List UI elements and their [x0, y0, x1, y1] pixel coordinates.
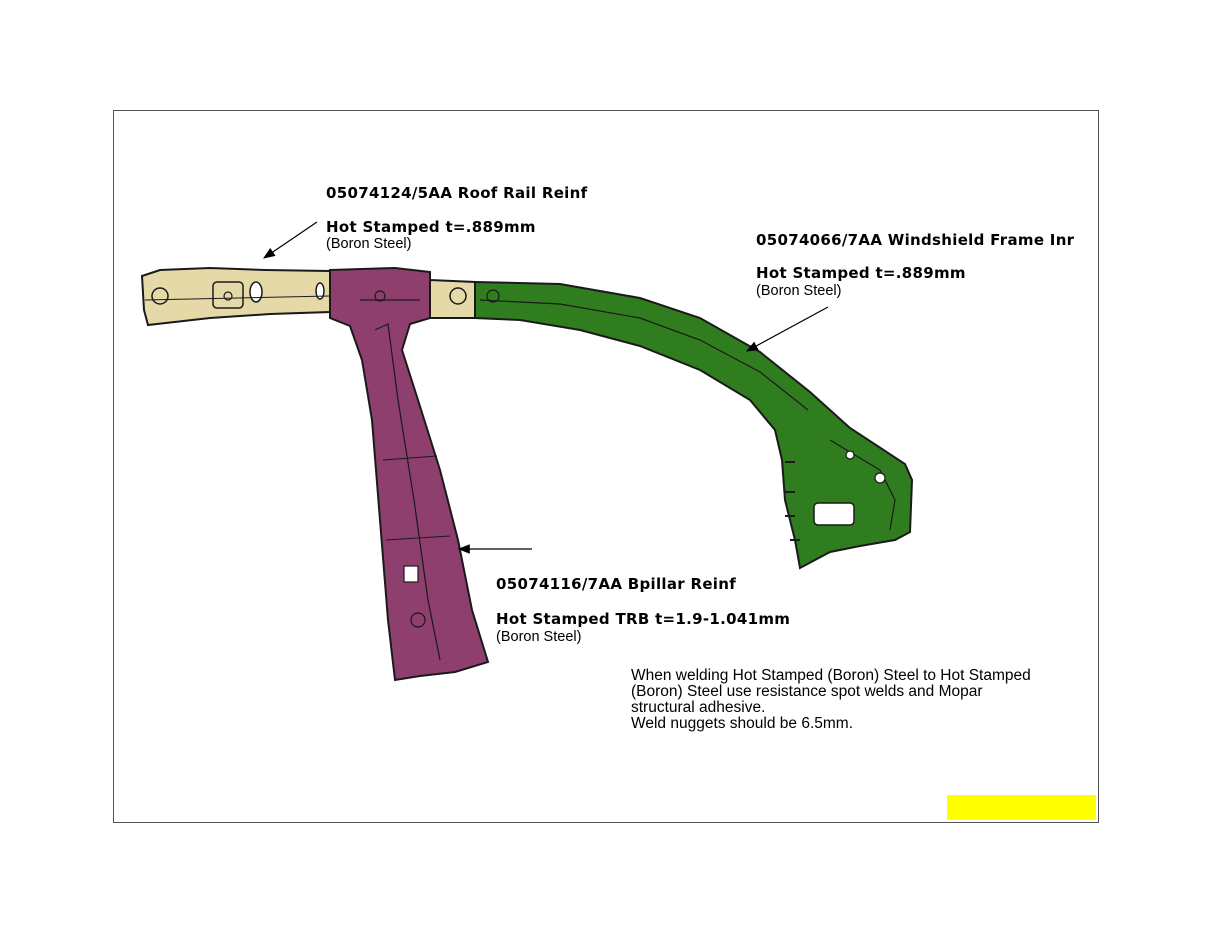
welding-note-line-4: Weld nuggets should be 6.5mm.	[631, 715, 854, 732]
windshield-material: (Boron Steel)	[756, 283, 842, 299]
roof-rail-part-number: 05074124/5AA Roof Rail Reinf	[326, 184, 588, 202]
roof-rail-reinf-part	[140, 266, 476, 327]
bpillar-reinf-part	[329, 266, 490, 682]
windshield-process: Hot Stamped t=.889mm	[756, 264, 966, 282]
diagram-frame	[113, 110, 1099, 823]
bpillar-material: (Boron Steel)	[496, 629, 582, 645]
welding-note-line-3: structural adhesive.	[631, 699, 766, 716]
welding-note-line-1: When welding Hot Stamped (Boron) Steel t…	[631, 667, 1031, 684]
roof-rail-leader-arrow	[263, 221, 318, 259]
windshield-part-number: 05074066/7AA Windshield Frame Inr	[756, 231, 1075, 249]
bpillar-process: Hot Stamped TRB t=1.9-1.041mm	[496, 610, 791, 628]
welding-note-line-2: (Boron) Steel use resistance spot welds …	[631, 683, 983, 700]
windshield-frame-inr-part	[474, 280, 914, 570]
bpillar-part-number: 05074116/7AA Bpillar Reinf	[496, 575, 737, 593]
roof-rail-process: Hot Stamped t=.889mm	[326, 218, 536, 236]
windshield-leader-arrow	[745, 306, 829, 352]
yellow-highlight-box	[947, 795, 1096, 820]
welding-note: When welding Hot Stamped (Boron) Steel t…	[631, 668, 1081, 732]
roof-rail-material: (Boron Steel)	[326, 236, 412, 252]
